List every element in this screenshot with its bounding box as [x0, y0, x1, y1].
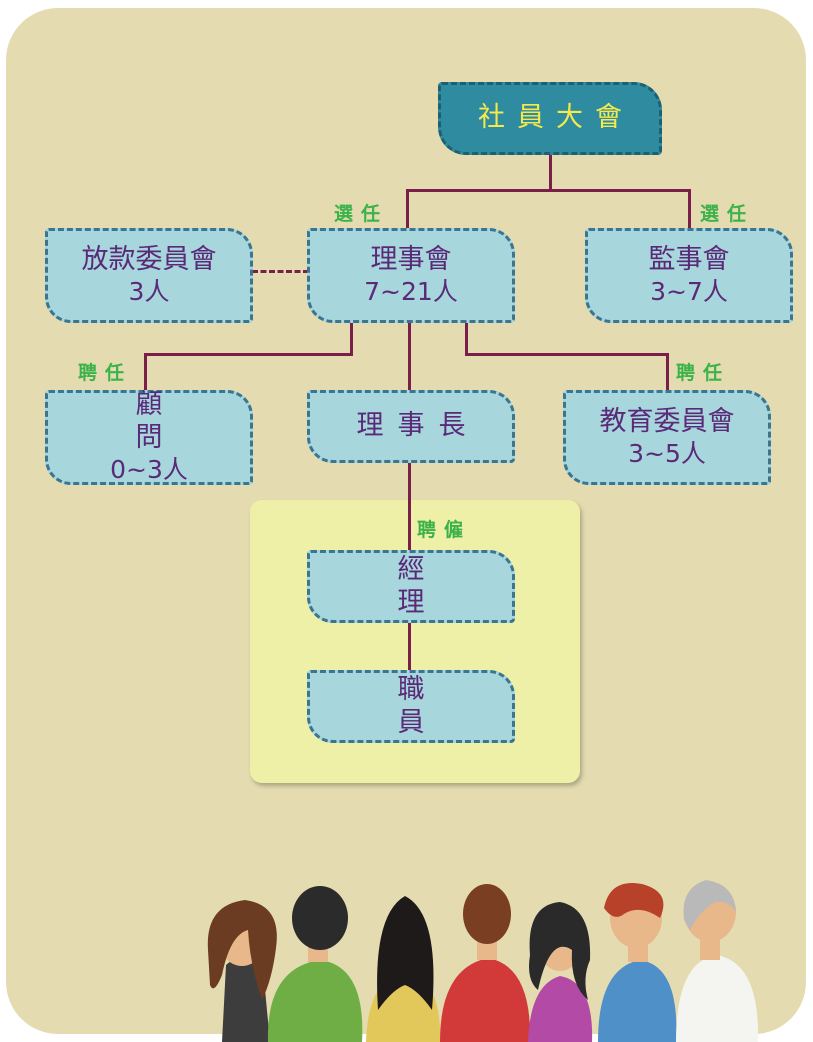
elect-label-left: 選任	[334, 203, 389, 225]
node-lending-committee: 放款委員會 3人	[45, 228, 253, 323]
node-title: 經理	[397, 553, 489, 618]
node-title: 理事長	[356, 410, 480, 442]
connector	[465, 321, 468, 355]
node-title: 顧問	[135, 389, 227, 454]
connector	[406, 189, 409, 229]
node-count: 7~21人	[364, 276, 458, 306]
connector	[408, 461, 411, 551]
connector	[144, 353, 147, 391]
node-count: 0~3人	[110, 455, 188, 485]
node-education-committee: 教育委員會 3~5人	[563, 390, 771, 485]
node-chairman: 理事長	[307, 390, 515, 463]
node-title: 社員大會	[478, 102, 634, 134]
node-staff: 職員	[307, 670, 515, 743]
connector	[666, 353, 669, 391]
node-title: 放款委員會	[81, 243, 217, 275]
connector-dotted	[252, 270, 309, 273]
node-count: 3~7人	[650, 276, 728, 306]
node-title: 教育委員會	[599, 405, 735, 437]
connector	[408, 621, 411, 671]
connector	[350, 321, 353, 355]
node-title: 監事會	[648, 243, 730, 275]
connector	[688, 189, 691, 229]
elect-label-right: 選任	[700, 203, 755, 225]
connector	[144, 353, 353, 356]
node-count: 3人	[128, 276, 170, 306]
node-title: 理事會	[370, 243, 452, 275]
node-board-of-supervisors: 監事會 3~7人	[585, 228, 793, 323]
appoint-label-right: 聘任	[676, 362, 731, 384]
connector	[549, 153, 552, 190]
appoint-label-left: 聘任	[78, 362, 133, 384]
hire-label: 聘僱	[417, 519, 472, 541]
node-board-of-directors: 理事會 7~21人	[307, 228, 515, 323]
node-manager: 經理	[307, 550, 515, 623]
node-advisor: 顧問 0~3人	[45, 389, 253, 485]
node-title: 職員	[397, 673, 489, 738]
node-members-assembly: 社員大會	[438, 82, 662, 155]
node-count: 3~5人	[628, 438, 706, 468]
connector	[408, 321, 411, 391]
connector	[406, 189, 691, 192]
connector	[465, 353, 669, 356]
